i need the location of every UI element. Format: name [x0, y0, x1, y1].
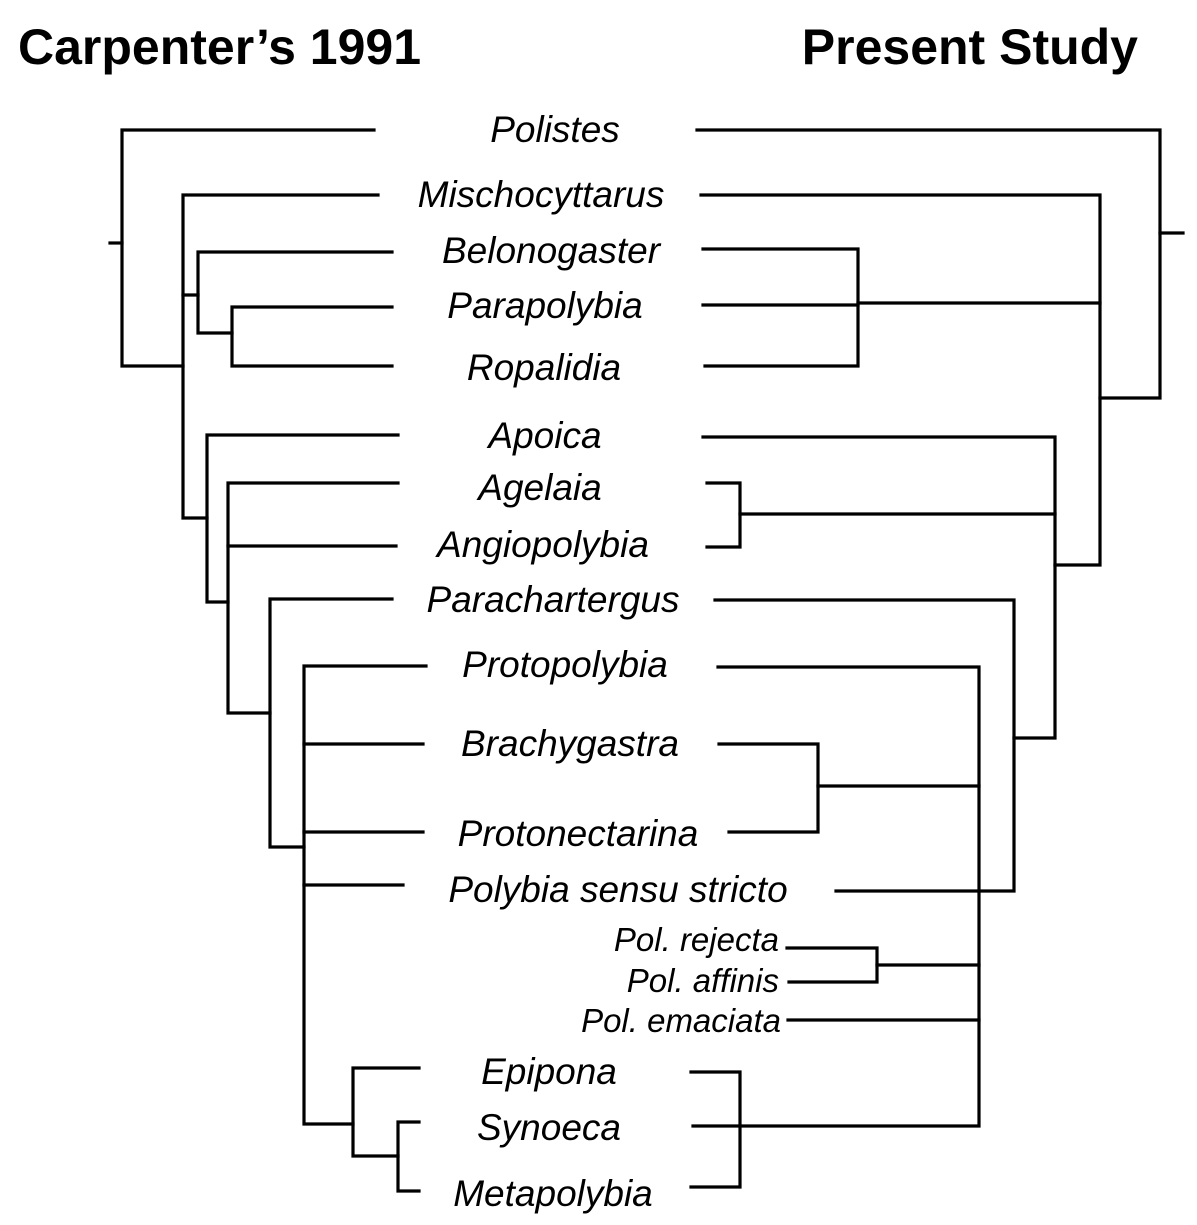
taxon-label-parachartergus: Parachartergus [427, 579, 680, 620]
right-tree-agelaia-angiopolybia-clade [705, 481, 742, 549]
taxon-label-pol-rejecta: Pol. rejecta [614, 921, 779, 958]
right-tree-epipona-metapolybia-clade [689, 1070, 742, 1189]
left-tree-root-clade [120, 128, 376, 368]
left-tree-epipona-clade [351, 1066, 421, 1158]
taxon-label-ropalidia: Ropalidia [467, 347, 621, 388]
right-tree-rejecta-affinis-clade [785, 946, 879, 984]
right-tree-epiponini-clade [701, 435, 1057, 740]
left-tree-polybia-group-clade [302, 664, 428, 1126]
left-tree-carpenter-1991 [108, 128, 428, 1193]
taxon-label-apoica: Apoica [486, 415, 601, 456]
taxon-label-pol-affinis: Pol. affinis [627, 962, 779, 999]
taxon-label-polybia-sensu-stricto: Polybia sensu stricto [448, 869, 787, 910]
taxon-label-protopolybia: Protopolybia [462, 644, 668, 685]
left-tree-epiponini-inner-clade [226, 481, 400, 715]
taxon-label-protonectarina: Protonectarina [458, 813, 699, 854]
right-tree-heading: Present Study [802, 19, 1138, 75]
taxon-label-belonogaster: Belonogaster [442, 230, 662, 271]
right-tree-present-study [689, 128, 1185, 1189]
taxon-label-agelaia: Agelaia [476, 467, 601, 508]
taxon-label-synoeca: Synoeca [477, 1107, 621, 1148]
right-tree-brachygastra-protonectarina-clade [717, 742, 820, 834]
left-tree-parapolybia-ropalidia-clade [230, 305, 394, 368]
right-tree-polistinae-clade [699, 193, 1102, 567]
taxon-label-parapolybia: Parapolybia [447, 285, 642, 326]
taxon-label-epipona: Epipona [481, 1051, 617, 1092]
taxon-label-mischocyttarus: Mischocyttarus [418, 174, 665, 215]
right-tree-parachartergus-clade [713, 598, 1016, 893]
taxon-label-polistes: Polistes [490, 109, 620, 150]
right-tree-belonogaster-parapolybia-branches [701, 247, 860, 368]
taxon-label-brachygastra: Brachygastra [461, 723, 679, 764]
right-tree-protopolybia-clade [691, 665, 981, 1128]
left-tree-polistinae-clade [181, 193, 380, 520]
left-tree-parachartergus-clade [268, 597, 394, 849]
left-tree-epiponini-clade [205, 433, 400, 604]
right-tree-root-clade [695, 128, 1162, 400]
left-tree-heading: Carpenter’s 1991 [18, 19, 421, 75]
taxon-label-pol-emaciata: Pol. emaciata [581, 1002, 781, 1039]
left-tree-synoeca-metapolybia-clade [396, 1120, 421, 1193]
left-tree-ropalidiini-clade [196, 250, 394, 335]
taxon-label-metapolybia: Metapolybia [453, 1173, 653, 1214]
taxon-label-angiopolybia: Angiopolybia [435, 524, 649, 565]
